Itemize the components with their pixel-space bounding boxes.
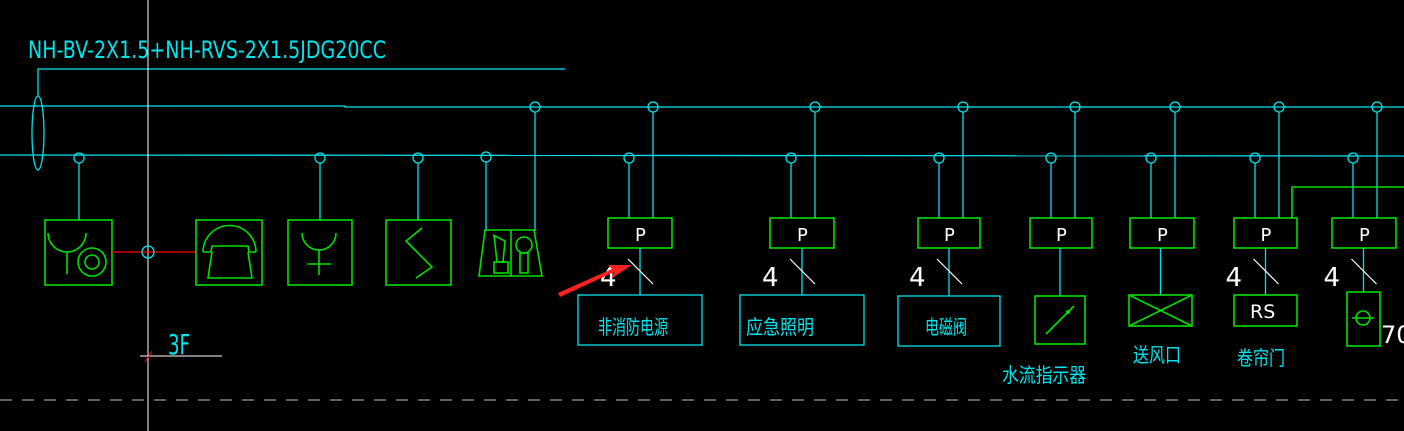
cable-bundle-ellipse-icon	[31, 95, 45, 171]
module-label: P	[1261, 225, 1272, 246]
bus-line-upper	[0, 105, 1404, 108]
flow-arrow	[1045, 305, 1075, 335]
alarm-bell-icon[interactable]	[195, 219, 263, 286]
wire-count-slash	[627, 258, 654, 285]
smoke-heat-detector-icon[interactable]	[44, 219, 113, 286]
target-label: 送风口	[1133, 343, 1181, 367]
red-tick	[144, 350, 153, 363]
control-module-box[interactable]	[1129, 217, 1195, 249]
module-label: P	[944, 225, 955, 246]
wire-count-slash	[936, 258, 963, 285]
bus-tap-icon	[623, 152, 635, 164]
cable-leader-line	[37, 68, 565, 96]
bus-tap-icon	[1347, 152, 1359, 164]
target-label: 卷帘门	[1237, 346, 1285, 370]
rolling-shutter-box[interactable]	[1233, 294, 1298, 327]
target-label: 应急照明	[746, 315, 814, 339]
module-group: P 送风口	[1128, 101, 1195, 367]
module-label: P	[797, 225, 808, 246]
wire-count-label: 4	[762, 263, 779, 293]
water-flow-indicator-icon[interactable]	[1034, 295, 1086, 345]
target-label: 电磁阀	[925, 315, 967, 339]
green-link-line	[1291, 186, 1404, 218]
vent-cross	[1128, 294, 1193, 327]
floor-label: 3F	[168, 328, 190, 361]
wire-count-slash	[1351, 258, 1377, 285]
target-box[interactable]	[577, 294, 703, 346]
bus-tap-icon	[1145, 152, 1157, 164]
flame-detector-icon[interactable]	[385, 219, 452, 286]
module-label: P	[1359, 225, 1370, 246]
fire-phone-hydrant-button-icon[interactable]	[478, 229, 543, 277]
module-label: P	[1157, 225, 1168, 246]
wire-count-label: 4	[1226, 263, 1243, 293]
junction-icon	[141, 245, 155, 259]
control-module-box[interactable]	[1029, 217, 1093, 249]
bus-tap-icon	[785, 152, 797, 164]
bus-tap-icon	[933, 152, 945, 164]
damper-rating: 70	[1381, 321, 1404, 349]
module-group: P 水流指示器	[1002, 101, 1093, 387]
target-box[interactable]	[739, 294, 865, 346]
flow-dot	[1066, 310, 1070, 314]
target-label: 非消防电源	[598, 315, 668, 339]
air-supply-vent-icon[interactable]	[1128, 294, 1193, 327]
module-group: P4 电磁阀	[897, 101, 1001, 347]
wire-count-slash	[1253, 258, 1279, 285]
bus-tap-icon	[1045, 152, 1057, 164]
annotation-arrow-icon	[558, 265, 632, 297]
device-drops	[73, 101, 541, 231]
target-box[interactable]	[897, 295, 1001, 347]
fire-damper-icon[interactable]	[1346, 291, 1381, 347]
wire-count-label: 4	[909, 263, 926, 293]
target-label: 水流指示器	[1002, 363, 1086, 387]
module-group: P4 70	[1324, 101, 1404, 349]
module-label: P	[635, 225, 646, 246]
cable-label: NH-BV-2X1.5+NH-RVS-2X1.5JDG20CC	[28, 36, 386, 64]
bus-tap-icon	[1249, 152, 1261, 164]
module-group: P4 应急照明	[739, 101, 865, 346]
module-label: P	[1056, 225, 1067, 246]
bus-line-lower	[0, 154, 1404, 157]
manual-call-point-icon[interactable]	[287, 219, 353, 286]
wire-count-slash	[789, 258, 816, 285]
wire-count-label: 4	[1324, 263, 1341, 293]
rolling-shutter-code: RS	[1250, 301, 1275, 323]
